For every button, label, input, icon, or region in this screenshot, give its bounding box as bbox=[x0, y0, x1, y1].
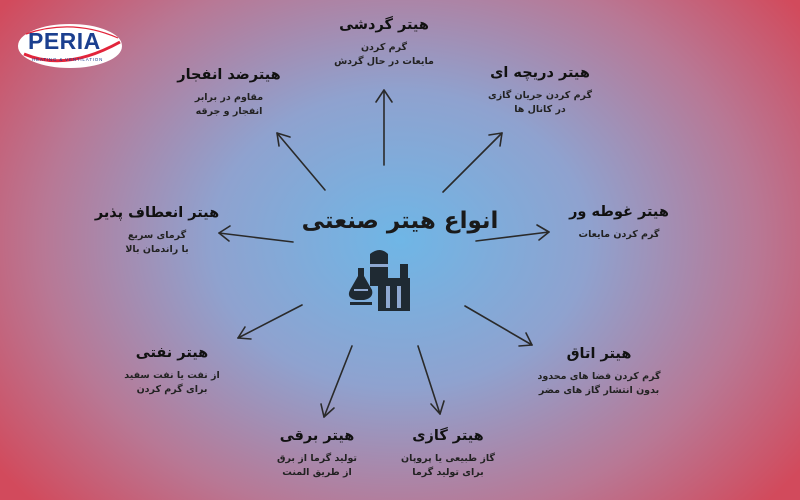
node-room-heater: هیتر اتاق گرم کردن فضا های محدود بدون ان… bbox=[504, 344, 694, 398]
node-explosion-proof-heater: هیترضد انفجار مقاوم در برابر انفجار و جر… bbox=[134, 65, 324, 119]
node-title: هیتر گازی bbox=[412, 428, 484, 444]
peria-logo: PERIA HEATING & VENTILATION bbox=[16, 20, 124, 72]
arrow-gas bbox=[417, 345, 445, 415]
node-title: هیترضد انفجار bbox=[177, 67, 281, 83]
logo-swoosh bbox=[18, 24, 122, 68]
node-title: هیتر دریچه ای bbox=[490, 65, 590, 81]
node-title: هیتر انعطاف پذیر bbox=[94, 205, 220, 221]
node-oil-heater: هیتر نفتی از نفت یا نفت سفید برای گرم کر… bbox=[77, 343, 267, 397]
logo-wordmark: PERIA bbox=[28, 28, 101, 54]
node-flexible-heater: هیتر انعطاف پذیر گرمای سریع با راندمان ب… bbox=[62, 203, 252, 257]
node-desc: گرم کردن مایعات در حال گردش bbox=[334, 42, 434, 67]
arrow-immersion bbox=[475, 224, 550, 242]
arrow-room bbox=[464, 305, 533, 347]
node-desc: گرم کردن جریان گازی در کانال ها bbox=[487, 90, 592, 115]
diagram-title: انواع هیتر صنعتی bbox=[301, 208, 499, 234]
node-title: هیتر غوطه ور bbox=[569, 204, 669, 220]
arrow-electric bbox=[320, 345, 353, 418]
arrow-explosion-proof bbox=[276, 132, 326, 191]
node-gas-heater: هیتر گازی گاز طبیعی یا پروپان برای تولید… bbox=[353, 426, 543, 480]
node-desc: از نفت یا نفت سفید برای گرم کردن bbox=[124, 370, 220, 395]
node-title: هیتر گردشی bbox=[339, 17, 429, 33]
arrow-duct bbox=[442, 132, 503, 193]
node-title: هیتر برقی bbox=[279, 428, 355, 444]
node-electric-heater: هیتر برقی تولید گرما از برق از طریق المن… bbox=[222, 426, 412, 480]
logo-tagline: HEATING & VENTILATION bbox=[32, 57, 104, 62]
node-title: هیتر نفتی bbox=[135, 345, 209, 361]
node-desc: مقاوم در برابر انفجار و جرقه bbox=[194, 92, 264, 117]
industrial-plant-icon bbox=[348, 250, 410, 311]
node-circulation-heater: هیتر گردشی گرم کردن مایعات در حال گردش bbox=[289, 15, 479, 69]
node-duct-heater: هیتر دریچه ای گرم کردن جریان گازی در کان… bbox=[445, 63, 635, 117]
node-desc: تولید گرما از برق از طریق المنت bbox=[277, 453, 357, 478]
node-desc: گرم کردن مایعات bbox=[578, 229, 660, 240]
node-desc: گاز طبیعی یا پروپان برای تولید گرما bbox=[401, 453, 495, 478]
arrow-circulation bbox=[375, 89, 393, 166]
arrow-flexible bbox=[218, 225, 294, 243]
node-desc: گرم کردن فضا های محدود بدون انتشار گاز ه… bbox=[537, 371, 661, 396]
node-immersion-heater: هیتر غوطه ور گرم کردن مایعات bbox=[524, 202, 714, 242]
node-desc: گرمای سریع با راندمان بالا bbox=[125, 230, 189, 255]
arrow-oil bbox=[237, 304, 303, 340]
node-title: هیتر اتاق bbox=[566, 346, 632, 362]
